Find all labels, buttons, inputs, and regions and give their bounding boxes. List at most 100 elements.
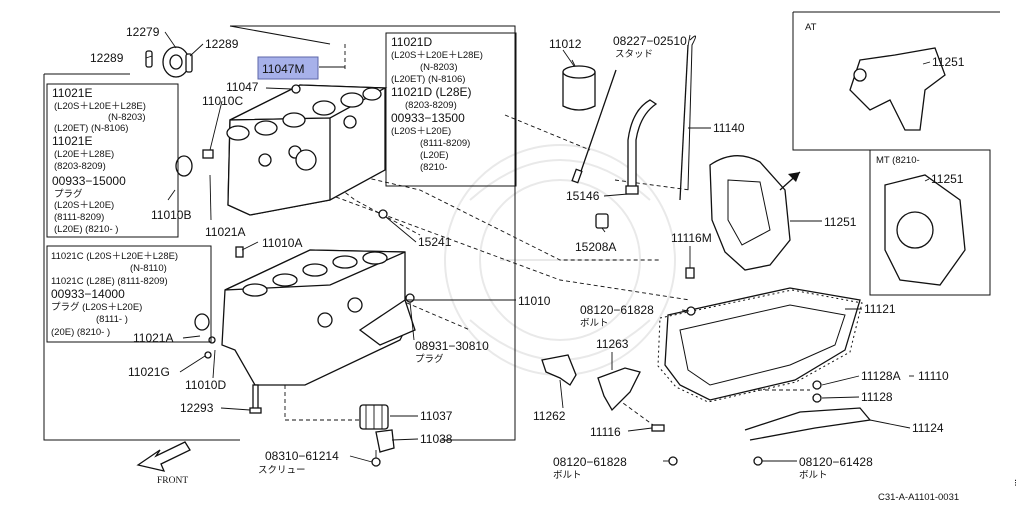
label-11021g[interactable]: 11021G <box>128 365 170 379</box>
label-08310-sub: スクリュー <box>258 465 306 476</box>
label-08120-61828-lower[interactable]: 08120−61828 <box>553 455 627 469</box>
label-11021a-upper[interactable]: 11021A <box>205 225 245 239</box>
mt-plate <box>884 174 966 286</box>
note-c-line-4: 00933−14000 <box>51 287 125 301</box>
label-11047m-highlighted[interactable]: 11047M <box>262 62 304 76</box>
note-d-line-6: (8203-8209) <box>405 100 457 111</box>
label-11116m[interactable]: 11116M <box>671 231 712 245</box>
label-08931-sub: プラグ <box>415 353 444 365</box>
oil-filter <box>562 49 596 111</box>
label-08227-sub: スタッド <box>615 49 653 60</box>
label-11010d[interactable]: 11010D <box>185 378 226 392</box>
part-labels: 12279 12289 12289 11047M 11047 11010C 11… <box>90 22 965 503</box>
note-c-line-5: プラグ (L20S＋L20E) <box>51 301 142 313</box>
note-box-11021d-frame <box>385 32 517 187</box>
side-gasket <box>744 407 872 441</box>
bracket-11262 <box>541 354 577 386</box>
label-12289-left[interactable]: 12289 <box>90 51 124 65</box>
note-e-line-3: (N-8203) <box>108 112 146 123</box>
note-box-11021c: 11021C (L20S＋L20E＋L28E) (N-8110) 11021C … <box>51 251 178 338</box>
note-e-line-10: (L20S＋L20E) <box>54 200 114 211</box>
note-c-line-7: (20E) (8210- ) <box>51 327 110 338</box>
engine-block-upper <box>175 84 388 216</box>
note-box-11021e: 11021E (L20S＋L20E＋L28E) (N-8203) (L20ET)… <box>52 86 146 235</box>
stud <box>571 69 617 184</box>
note-e-line-9: プラグ <box>54 188 83 200</box>
oil-pan <box>664 287 861 401</box>
label-11251-mid[interactable]: 11251 <box>824 215 857 229</box>
note-d-line-9: (8111-8209) <box>420 138 470 149</box>
edge-mark: ⁝ <box>1014 478 1017 489</box>
label-08120-lower-sub: ボルト <box>553 470 582 481</box>
note-e-line-2: (L20S＋L20E＋L28E) <box>54 101 146 112</box>
label-11263[interactable]: 11263 <box>596 337 629 351</box>
label-11140[interactable]: 11140 <box>713 121 745 135</box>
label-08120-61828-upper[interactable]: 08120−61828 <box>580 303 654 317</box>
oil-seal-group <box>145 46 193 78</box>
bracket-11263 <box>597 367 641 412</box>
label-11128[interactable]: 11128 <box>861 390 893 404</box>
label-11251-at[interactable]: 11251 <box>932 55 965 69</box>
label-11010a[interactable]: 11010A <box>262 236 302 250</box>
note-box-11021c-frame <box>46 245 212 343</box>
label-11121[interactable]: 11121 <box>864 302 896 316</box>
highlight-11047m-frame <box>257 56 319 80</box>
note-c-line-6: (8111- ) <box>96 314 128 325</box>
note-c-line-3: 11021C (L28E) (8111-8209) <box>51 276 168 287</box>
label-11047[interactable]: 11047 <box>226 80 259 94</box>
label-12289-right[interactable]: 12289 <box>205 37 239 51</box>
mt-panel-frame <box>869 149 991 296</box>
note-c-line-1: 11021C (L20S＋L20E＋L28E) <box>51 251 178 262</box>
label-11128a[interactable]: 11128A <box>861 369 901 383</box>
note-d-line-4: (L20ET) (N-8106) <box>391 74 465 85</box>
figure-code: C31-A-A1101-0031 <box>878 492 959 503</box>
note-e-line-8: 00933−15000 <box>52 174 126 188</box>
label-11021a-lower[interactable]: 11021A <box>133 331 173 345</box>
note-d-line-5: 11021D (L28E) <box>391 85 472 99</box>
rear-plate <box>709 155 791 271</box>
bolt-12293 <box>249 384 262 414</box>
label-11012[interactable]: 11012 <box>549 37 582 51</box>
label-12293[interactable]: 12293 <box>180 401 214 415</box>
label-11038[interactable]: 11038 <box>420 432 453 446</box>
label-15241[interactable]: 15241 <box>418 235 452 249</box>
label-11251-mt[interactable]: 11251 <box>931 172 964 186</box>
arrow-to-at <box>779 171 801 191</box>
note-d-line-7: 00933−13500 <box>391 111 465 125</box>
label-15208a[interactable]: 15208A <box>575 240 616 254</box>
label-11124[interactable]: 11124 <box>912 421 944 435</box>
note-e-line-11: (8111-8209) <box>54 212 104 223</box>
drain-plug-15208a <box>595 213 609 229</box>
label-mt-panel: MT (8210- <box>876 155 920 166</box>
note-d-line-2: (L20S＋L20E＋L28E) <box>391 50 483 61</box>
label-11262[interactable]: 11262 <box>533 409 566 423</box>
note-e-line-7: (8203-8209) <box>54 161 106 172</box>
oil-strainer <box>359 404 395 467</box>
label-11110[interactable]: 11110 <box>918 369 949 383</box>
label-11116[interactable]: 11116 <box>590 425 621 439</box>
note-d-line-10: (L20E) <box>420 150 449 161</box>
at-plate <box>849 47 946 131</box>
label-08227-02510[interactable]: 08227−02510 <box>613 34 687 48</box>
label-11010b[interactable]: 11010B <box>151 208 191 222</box>
note-d-line-3: (N-8203) <box>420 62 458 73</box>
label-15146[interactable]: 15146 <box>566 189 600 203</box>
note-d-line-1: 11021D <box>391 35 432 49</box>
label-11010[interactable]: 11010 <box>518 294 551 308</box>
label-08120-upper-sub: ボルト <box>580 318 609 329</box>
dipstick <box>679 34 696 201</box>
note-d-line-8: (L20S＋L20E) <box>391 126 451 137</box>
label-at-panel: AT <box>805 22 817 33</box>
label-08310-61214[interactable]: 08310−61214 <box>265 449 339 463</box>
label-08120-61428-sub: ボルト <box>799 470 828 481</box>
label-08931-30810[interactable]: 08931−30810 <box>415 339 489 353</box>
note-d-line-11: (8210- <box>420 162 447 173</box>
dipstick-tube <box>625 99 658 195</box>
label-11037[interactable]: 11037 <box>420 409 453 423</box>
assembly-bracket-lines <box>43 11 1000 441</box>
note-e-line-5: 11021E <box>52 134 92 148</box>
label-11010c[interactable]: 11010C <box>202 94 243 108</box>
label-08120-61428[interactable]: 08120−61428 <box>799 455 873 469</box>
label-12279[interactable]: 12279 <box>126 25 160 39</box>
